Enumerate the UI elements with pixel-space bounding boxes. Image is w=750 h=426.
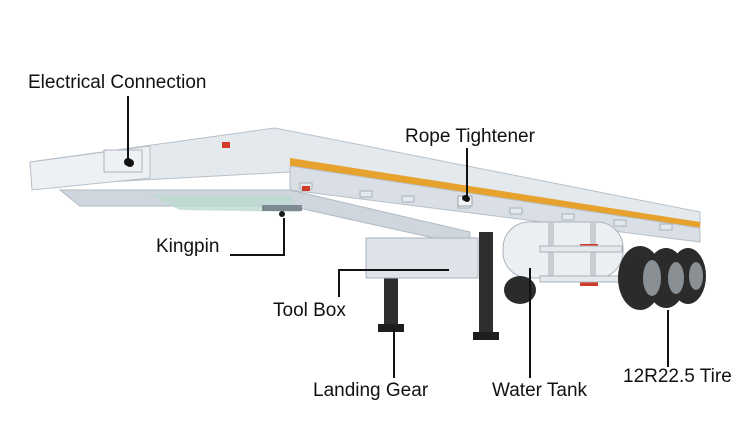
label-tool-box: Tool Box [273,300,346,321]
label-kingpin: Kingpin [156,236,220,257]
landing-gear-leg-2 [479,232,493,336]
rim-2 [668,262,684,294]
leader-lines [127,96,669,378]
kingpin-pin [279,211,285,217]
leader-kingpin [230,218,285,256]
hook-2 [359,190,373,198]
landing-gear-foot-2 [473,332,499,340]
hook-5 [509,207,523,215]
rim-3 [689,262,703,290]
label-electrical-connection: Electrical Connection [28,72,207,93]
tire-rear-left [504,276,536,304]
hook-8 [659,223,673,231]
front-reflector-1 [222,142,230,148]
hook-6 [561,213,575,221]
leader-toolbox [338,269,449,297]
kingpin-plate [262,205,302,211]
rim-1 [643,260,661,296]
side-guard [539,245,623,253]
hook-3 [401,195,415,203]
tool-box-shape [365,237,479,279]
leader-dot-electrical [124,158,132,166]
label-tire: 12R22.5 Tire [623,366,732,387]
label-water-tank: Water Tank [492,380,588,401]
label-landing-gear: Landing Gear [313,380,429,401]
leader-dot-rope [464,196,470,202]
side-rail-stripe [290,158,700,228]
label-rope-tightener: Rope Tightener [405,126,535,147]
electrical-box [103,149,143,173]
side-guard-lower [539,275,623,283]
hook-7 [613,219,627,227]
front-reflector-2 [302,186,310,191]
landing-gear-foot-1 [378,324,404,332]
